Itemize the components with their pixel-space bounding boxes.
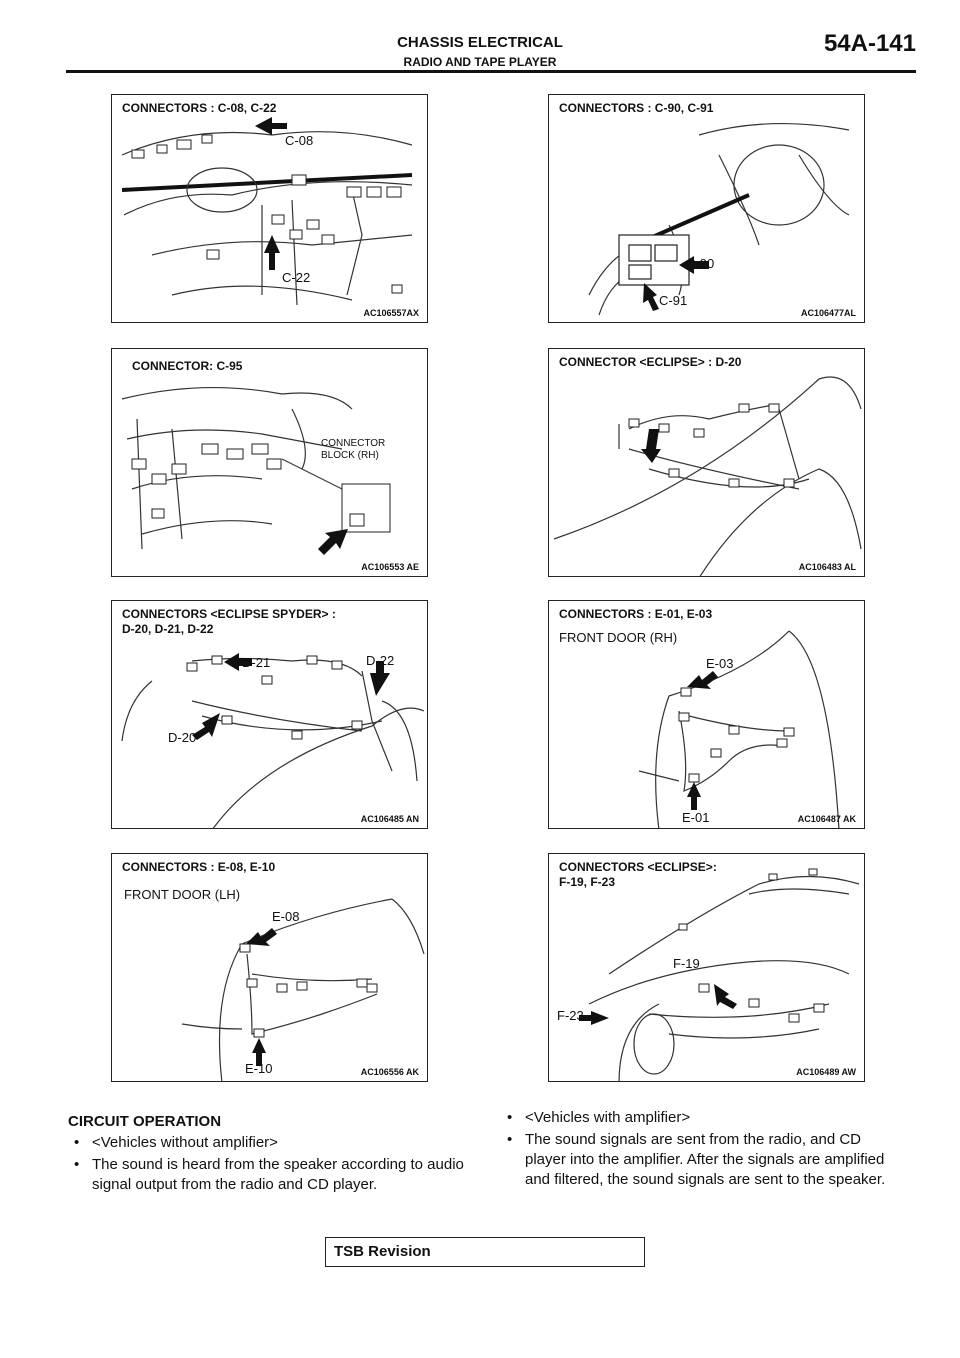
figure-title: CONNECTORS <ECLIPSE>: F-19, F-23 [559,860,717,889]
bullet-text: <Vehicles with amplifier> [525,1109,691,1126]
spyder-door-harness-drawing [121,653,425,828]
bullet-glyph: • [507,1131,513,1148]
figure-title: CONNECTORS : C-08, C-22 [122,101,277,115]
connector-label-d20: D-20 [168,730,197,745]
header-rule [66,70,916,73]
trunk-harness-drawing [579,868,860,1081]
figure-connectors-d20-d21-d22-spyder: CONNECTORS <ECLIPSE SPYDER> : D-20, D-21… [111,600,428,829]
circuit-operation-heading: CIRCUIT OPERATION [68,1113,222,1130]
connector-label-c91: C-91 [659,293,688,308]
page-number: 54A-141 [823,30,916,57]
figure-connectors-e08-e10: CONNECTORS : E-08, E-10 FRONT DOOR (LH) … [111,853,428,1082]
figure-connector-d20-eclipse: CONNECTOR <ECLIPSE> : D-20 AC106483 AL [548,348,865,577]
bullet-item: • <Vehicles without amplifier> [72,1133,472,1153]
connector-label-e08: E-08 [272,909,300,924]
tsb-revision-box: TSB Revision [325,1237,645,1267]
front-door-rh-label: FRONT DOOR (RH) [559,630,678,645]
circuit-left-column: • <Vehicles without amplifier> • The sou… [72,1133,472,1197]
steering-column-wiring-drawing [588,123,850,316]
figure-title: CONNECTORS <ECLIPSE SPYDER> : D-20, D-21… [122,607,336,636]
figure-connectors-e01-e03: CONNECTORS : E-01, E-03 FRONT DOOR (RH) … [548,600,865,829]
figure-title: CONNECTORS : C-90, C-91 [559,101,714,115]
bullet-glyph: • [74,1156,80,1173]
section-title: CHASSIS ELECTRICAL [397,34,563,51]
connector-label-f19: F-19 [673,956,700,971]
figure-title: CONNECTOR: C-95 [132,359,243,373]
connector-label-d21: D-21 [242,655,271,670]
bullet-item: • The sound is heard from the speaker ac… [72,1155,472,1195]
bullet-glyph: • [74,1134,80,1151]
figure-connectors-f19-f23: CONNECTORS <ECLIPSE>: F-19, F-23 F-19 F-… [548,853,865,1082]
figure-connector-c95: CONNECTOR: C-95 CONNECTOR BLOCK (RH) AC1… [111,348,428,577]
figure-title: CONNECTORS : E-01, E-03 [559,607,713,621]
connector-label-f23: F-23 [557,1008,584,1023]
front-door-lh-harness-drawing [181,898,425,1081]
tsb-revision-label: TSB Revision [334,1243,431,1260]
bullet-text: <Vehicles without amplifier> [92,1134,278,1151]
door-harness-wiring-drawing [553,376,862,576]
figure-code: AC106553 AE [361,562,419,572]
figure-code: AC106477AL [800,308,856,318]
figure-code: AC106487 AK [797,814,856,824]
connector-label-c08: C-08 [285,133,314,148]
connector-label-c22: C-22 [282,270,311,285]
figure-code: AC106557AX [363,308,419,318]
figure-code: AC106483 AL [798,562,856,572]
connector-block-label: CONNECTOR BLOCK (RH) [321,438,386,461]
bullet-item: • <Vehicles with amplifier> [505,1108,905,1128]
connector-block-wiring-drawing [121,387,391,555]
connector-label-e03: E-03 [706,656,734,671]
bullet-text: The sound signals are sent from the radi… [525,1131,886,1188]
bullet-item: • The sound signals are sent from the ra… [505,1130,905,1190]
figure-connectors-c90-c91: CONNECTORS : C-90, C-91 C-90 C-91 AC1064… [548,94,865,323]
figure-connectors-c08-c22: CONNECTORS : C-08, C-22 C-08 C-22 AC1065… [111,94,428,323]
front-door-rh-harness-drawing [638,630,840,828]
section-subtitle: RADIO AND TAPE PLAYER [403,55,557,69]
figure-code: AC106556 AK [360,1067,419,1077]
figure-title: CONNECTORS : E-08, E-10 [122,860,276,874]
front-door-lh-label: FRONT DOOR (LH) [124,887,241,902]
bullet-text: The sound is heard from the speaker acco… [92,1156,464,1193]
figure-code: AC106485 AN [360,814,419,824]
connector-label-e10: E-10 [245,1061,273,1076]
bullet-glyph: • [507,1109,513,1126]
figure-code: AC106489 AW [796,1067,856,1077]
connector-label-c90: C-90 [686,256,715,271]
connector-label-d22: D-22 [366,653,395,668]
circuit-right-column: • <Vehicles with amplifier> • The sound … [505,1108,905,1192]
connector-label-e01: E-01 [682,810,710,825]
dashboard-wiring-drawing [121,117,413,306]
figure-title: CONNECTOR <ECLIPSE> : D-20 [559,355,742,369]
